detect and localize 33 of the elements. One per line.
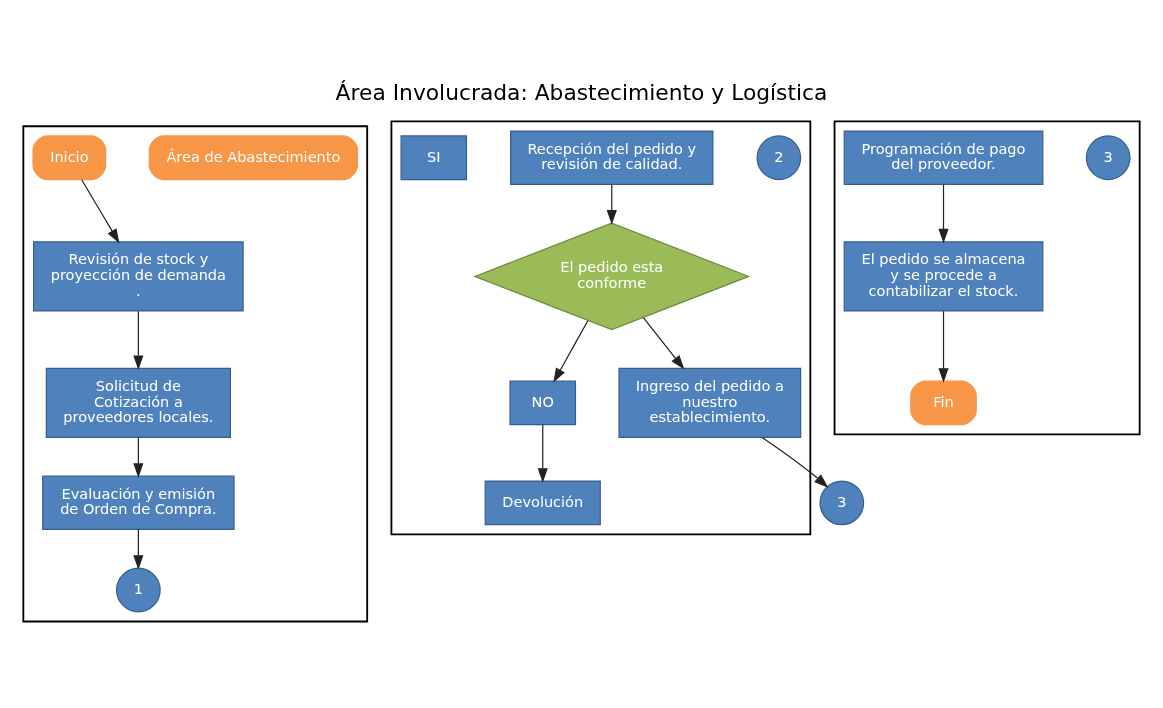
node-box: Área de Abastecimiento xyxy=(148,134,359,180)
node-box: El pedido se almacena y se procede a contabilizar el stock. xyxy=(843,240,1044,311)
arrow xyxy=(938,183,949,243)
node-circle: 1 xyxy=(115,567,161,612)
node-circle: 3 xyxy=(1085,134,1131,180)
node-box: NO xyxy=(509,380,577,425)
arrow xyxy=(606,183,617,225)
arrow xyxy=(761,436,829,488)
node-diamond: El pedido esta conforme xyxy=(473,222,751,330)
node-box: SI xyxy=(400,134,468,180)
cluster xyxy=(833,120,1141,435)
node-circle: 2 xyxy=(756,134,802,180)
arrow xyxy=(642,316,685,369)
node-box: Revisión de stock y proyección de demanda . xyxy=(33,240,244,311)
arrow xyxy=(133,436,144,478)
arrow xyxy=(553,319,589,383)
cluster xyxy=(22,124,369,622)
node-box: Inicio xyxy=(32,134,107,180)
arrow xyxy=(133,310,144,370)
node-box: Ingreso del pedido a nuestro establecimiento. xyxy=(618,367,802,438)
node-box: Recepción del pedido y revisión de calidad. xyxy=(510,130,714,185)
arrow xyxy=(133,528,144,570)
arrow xyxy=(81,178,120,243)
node-box: Solicitud de Cotización a proveedores locales. xyxy=(45,367,231,438)
node-box: Fin xyxy=(910,380,977,425)
node-box: Devolución xyxy=(484,479,601,525)
arrow xyxy=(938,310,949,383)
cluster xyxy=(390,120,812,535)
diagram-title: Área Involucrada: Abastecimiento y Logística xyxy=(335,79,828,105)
node-box: Evaluación y emisión de Orden de Compra. xyxy=(42,475,235,530)
node-box: Programación de pago del proveedor. xyxy=(843,130,1044,185)
arrow xyxy=(537,423,548,483)
node-circle: 3 xyxy=(819,479,865,525)
